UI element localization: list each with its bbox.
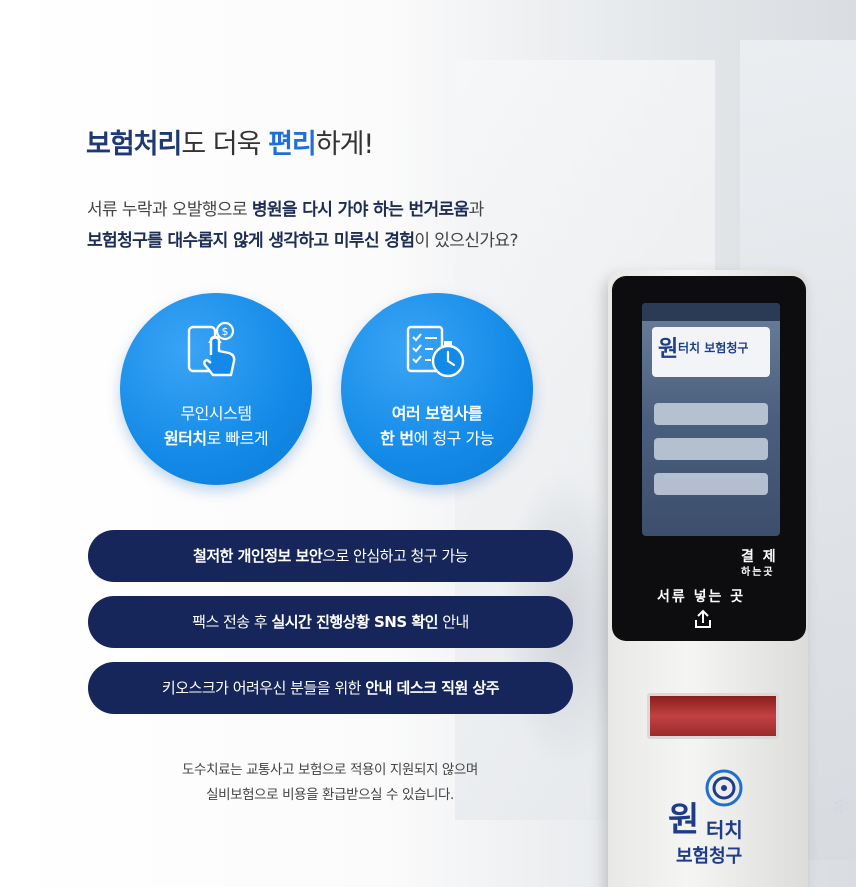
- kiosk-logo: 원 터치 보험청구: [660, 768, 780, 887]
- subtitle-emphasis: 병원을 다시 가야 하는 번거로움: [251, 200, 469, 220]
- pill-text: 으로 안심하고 청구 가능: [322, 547, 468, 565]
- kiosk-screen-statusbar: [642, 303, 780, 321]
- kiosk-screen-banner: 원 터치 보험청구: [652, 327, 770, 377]
- feature-circle-touch: $ 무인시스템 원터치로 빠르게: [120, 293, 312, 485]
- checklist-stopwatch-icon: [406, 325, 465, 378]
- headline-part1: 보험처리: [86, 129, 182, 160]
- pill-text: 팩스 전송 후: [192, 613, 272, 631]
- pill-emphasis: 안내 데스크 직원 상주: [365, 679, 500, 697]
- upload-icon: [695, 609, 711, 628]
- touch-payment-icon: $: [187, 321, 236, 377]
- subtitle-text: 서류 누락과 오발행으로: [87, 200, 252, 220]
- kiosk-document-slot-label: 서류 넣는 곳: [657, 589, 746, 605]
- info-pill-fax-sns: 팩스 전송 후 실시간 진행상황 SNS 확인 안내: [88, 596, 573, 648]
- info-pill-help-desk: 키오스크가 어려우신 분들을 위한 안내 데스크 직원 상주: [88, 662, 573, 714]
- feature-label: 무인시스템 원터치로 빠르게: [120, 401, 312, 451]
- subtitle-line2: 보험청구를 대수롭지 않게 생각하고 미루신 경험이 있으신가요?: [87, 226, 518, 257]
- one-touch-logo-icon: [705, 769, 743, 807]
- snowflake-icon: ❄: [832, 795, 851, 820]
- kiosk-screen: 원 터치 보험청구: [642, 303, 780, 536]
- kiosk-screen-button: [654, 438, 768, 460]
- feature-text: 에 청구 가능: [413, 429, 495, 448]
- kiosk-output-slot: [647, 693, 779, 739]
- kiosk-logo-char: 원: [668, 800, 700, 840]
- pill-text: 안내: [437, 613, 469, 631]
- footnote-line2: 실비보험으로 비용을 환급받으실 수 있습니다.: [206, 787, 454, 803]
- headline-part3: 편리: [268, 129, 317, 160]
- subtitle-line1: 서류 누락과 오발행으로 병원을 다시 가야 하는 번거로움과: [87, 195, 518, 226]
- feature-emphasis: 한 번: [380, 429, 414, 448]
- subtitle-emphasis: 보험청구를 대수롭지 않게 생각하고 미루신 경험: [87, 231, 415, 251]
- svg-text:$: $: [222, 325, 229, 338]
- pill-text: 키오스크가 어려우신 분들을 위한: [161, 679, 366, 697]
- subtitle-text: 과: [468, 200, 485, 220]
- footnote-line1: 도수치료는 교통사고 보험으로 적용이 지원되지 않으며: [182, 762, 478, 778]
- feature-line2: 원터치로 빠르게: [120, 426, 312, 451]
- headline-part2: 도 더욱: [181, 129, 269, 160]
- info-pill-security: 철저한 개인정보 보안으로 안심하고 청구 가능: [88, 530, 573, 582]
- kiosk-logo-touch: 터치: [706, 818, 743, 842]
- feature-line1: 여러 보험사를: [391, 404, 483, 423]
- page-title: 보험처리도 더욱 편리하게!: [86, 122, 375, 161]
- feature-circle-multi-insurer: 여러 보험사를 한 번에 청구 가능: [341, 293, 533, 485]
- feature-line1: 무인시스템: [180, 404, 252, 423]
- kiosk-logo-claim: 보험청구: [676, 846, 743, 867]
- subtitle-text: 이 있으신가요?: [414, 231, 518, 251]
- feature-line2: 한 번에 청구 가능: [341, 426, 533, 451]
- subtitle: 서류 누락과 오발행으로 병원을 다시 가야 하는 번거로움과 보험청구를 대수…: [87, 195, 518, 257]
- kiosk-screen-button: [654, 403, 768, 425]
- headline-part4: 하게!: [315, 129, 375, 160]
- kiosk-pay-label-2: 하는곳: [741, 567, 775, 578]
- feature-emphasis: 원터치: [163, 429, 207, 448]
- footnote: 도수치료는 교통사고 보험으로 적용이 지원되지 않으며 실비보험으로 비용을 …: [120, 758, 540, 808]
- kiosk-screen-button: [654, 473, 768, 495]
- kiosk-screen-title: 터치 보험청구: [678, 341, 749, 355]
- kiosk-screen-logo: 원: [658, 337, 679, 362]
- pill-emphasis: 철저한 개인정보 보안: [193, 547, 323, 565]
- pill-emphasis: 실시간 진행상황 SNS 확인: [271, 613, 438, 631]
- feature-label: 여러 보험사를 한 번에 청구 가능: [341, 401, 533, 451]
- kiosk-pay-label: 결 제: [741, 549, 778, 565]
- feature-text: 로 빠르게: [206, 429, 269, 448]
